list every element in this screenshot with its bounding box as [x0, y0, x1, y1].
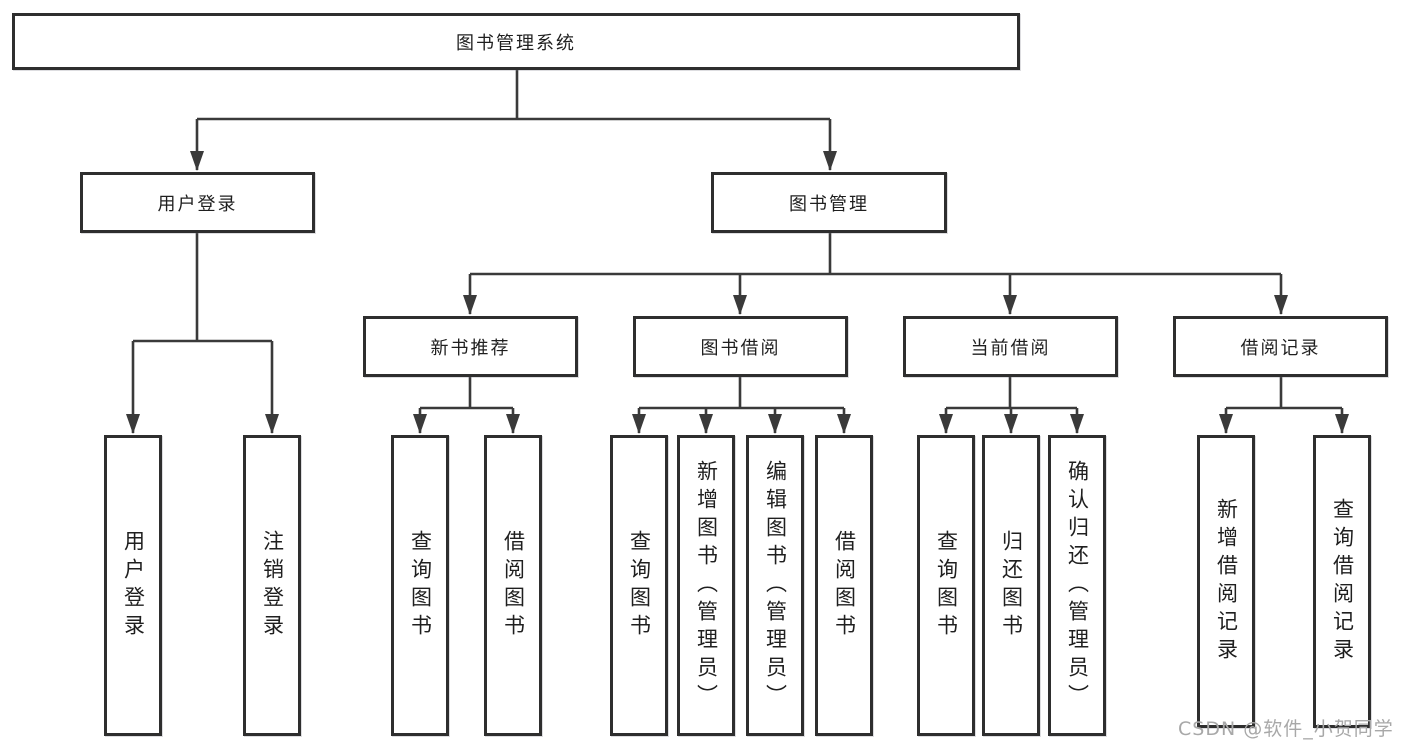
csdn-watermark: CSDN @软件_小贺同学 [1178, 718, 1394, 740]
node-new-book-recommend: 新书推荐 [363, 316, 578, 377]
connector-current-borrow [939, 377, 1084, 434]
leaf-current-query-book: 查询图书 [917, 435, 975, 736]
node-borrow-records: 借阅记录 [1173, 316, 1388, 377]
leaf-recommend-query-book: 查询图书 [391, 435, 449, 736]
leaf-borrow-add-book-admin: 新增图书（管理员） [677, 435, 735, 736]
node-book-management: 图书管理 [711, 172, 947, 233]
leaf-records-query-record: 查询借阅记录 [1313, 435, 1371, 728]
connector-book-management [463, 233, 1288, 315]
leaf-borrow-edit-book-admin: 编辑图书（管理员） [746, 435, 804, 736]
node-user-login: 用户登录 [80, 172, 315, 233]
node-root: 图书管理系统 [12, 13, 1020, 70]
leaf-borrow-query-book: 查询图书 [610, 435, 668, 736]
leaf-current-return-book: 归还图书 [982, 435, 1040, 736]
leaf-user-login: 用户登录 [104, 435, 162, 736]
leaf-recommend-borrow-book: 借阅图书 [484, 435, 542, 736]
leaf-borrow-borrow-book: 借阅图书 [815, 435, 873, 736]
node-current-borrow: 当前借阅 [903, 316, 1118, 377]
connector-new-book-recommend [413, 377, 520, 434]
connector-root [190, 70, 837, 171]
connector-user-login [126, 233, 279, 434]
connector-borrow-records [1219, 377, 1349, 434]
leaf-current-confirm-return-admin: 确认归还（管理员） [1048, 435, 1106, 736]
connector-book-borrow [632, 377, 851, 434]
leaf-logout: 注销登录 [243, 435, 301, 736]
leaf-records-add-record: 新增借阅记录 [1197, 435, 1255, 728]
node-book-borrow: 图书借阅 [633, 316, 848, 377]
